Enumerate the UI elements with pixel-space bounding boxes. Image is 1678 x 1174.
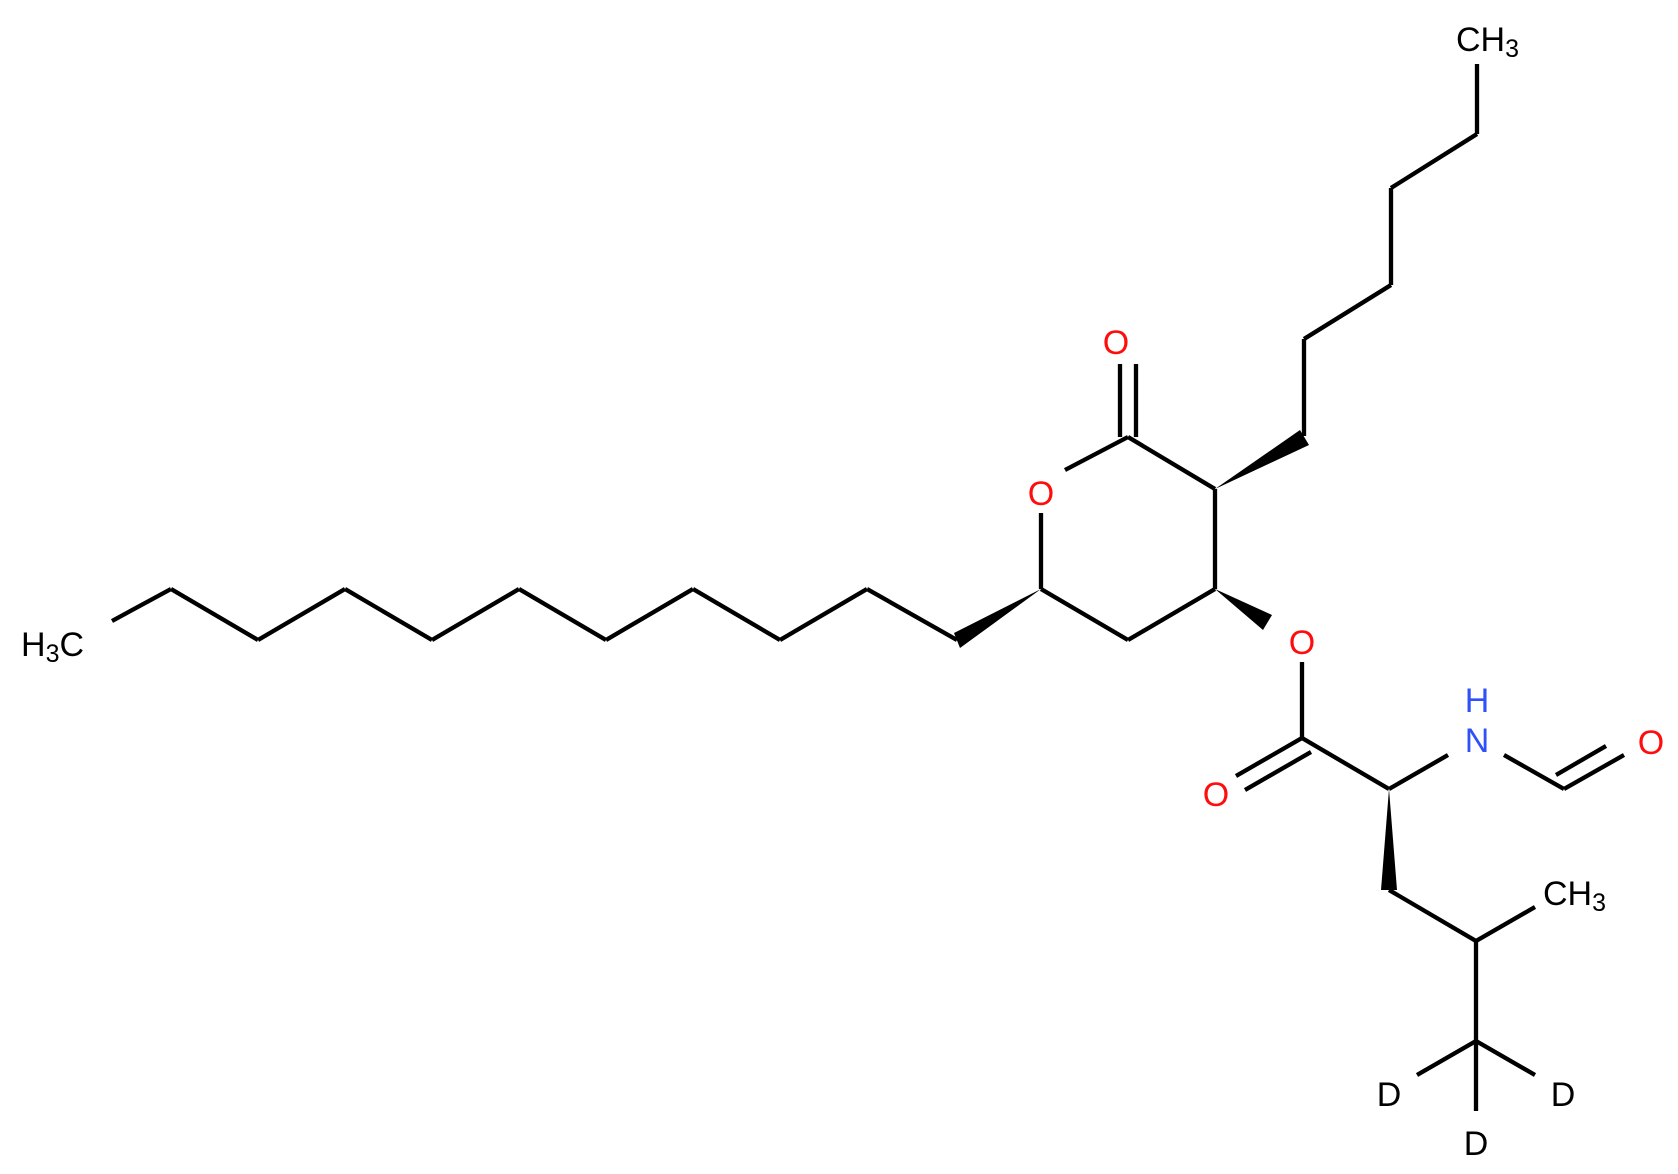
deuterium-bottom-label: D <box>1464 1125 1489 1163</box>
deuterium-right-label: D <box>1551 1076 1576 1114</box>
amide-hydrogen-label: H <box>1465 682 1490 720</box>
lactone-ring <box>1038 364 1218 642</box>
wedge-bond-hexyl <box>1215 430 1309 489</box>
ring-carbonyl-oxygen-label: O <box>1103 324 1129 362</box>
hexyl-terminal-methyl-label: CH3 <box>1456 21 1519 63</box>
wedge-bond-side-chain <box>1381 789 1397 890</box>
ring-oxygen-label: O <box>1028 475 1054 513</box>
amide-nitrogen-label: N <box>1465 722 1490 760</box>
ester-carbonyl-oxygen-label: O <box>1203 776 1229 814</box>
ester-linkage <box>1234 662 1391 792</box>
isobutyl-methyl-label: CH3 <box>1543 875 1606 917</box>
formyl-oxygen-label: O <box>1638 724 1664 762</box>
deuterium-left-label: D <box>1377 1076 1402 1114</box>
ester-oxygen-label: O <box>1289 624 1315 662</box>
wedge-bond-undecyl <box>954 589 1041 648</box>
hexyl-chain <box>1301 64 1480 436</box>
undecyl-terminal-methyl-label: H3C <box>21 626 84 668</box>
leucine-backbone <box>1387 744 1626 1111</box>
undecyl-chain <box>110 587 959 642</box>
wedge-bond-ester <box>1215 589 1272 630</box>
